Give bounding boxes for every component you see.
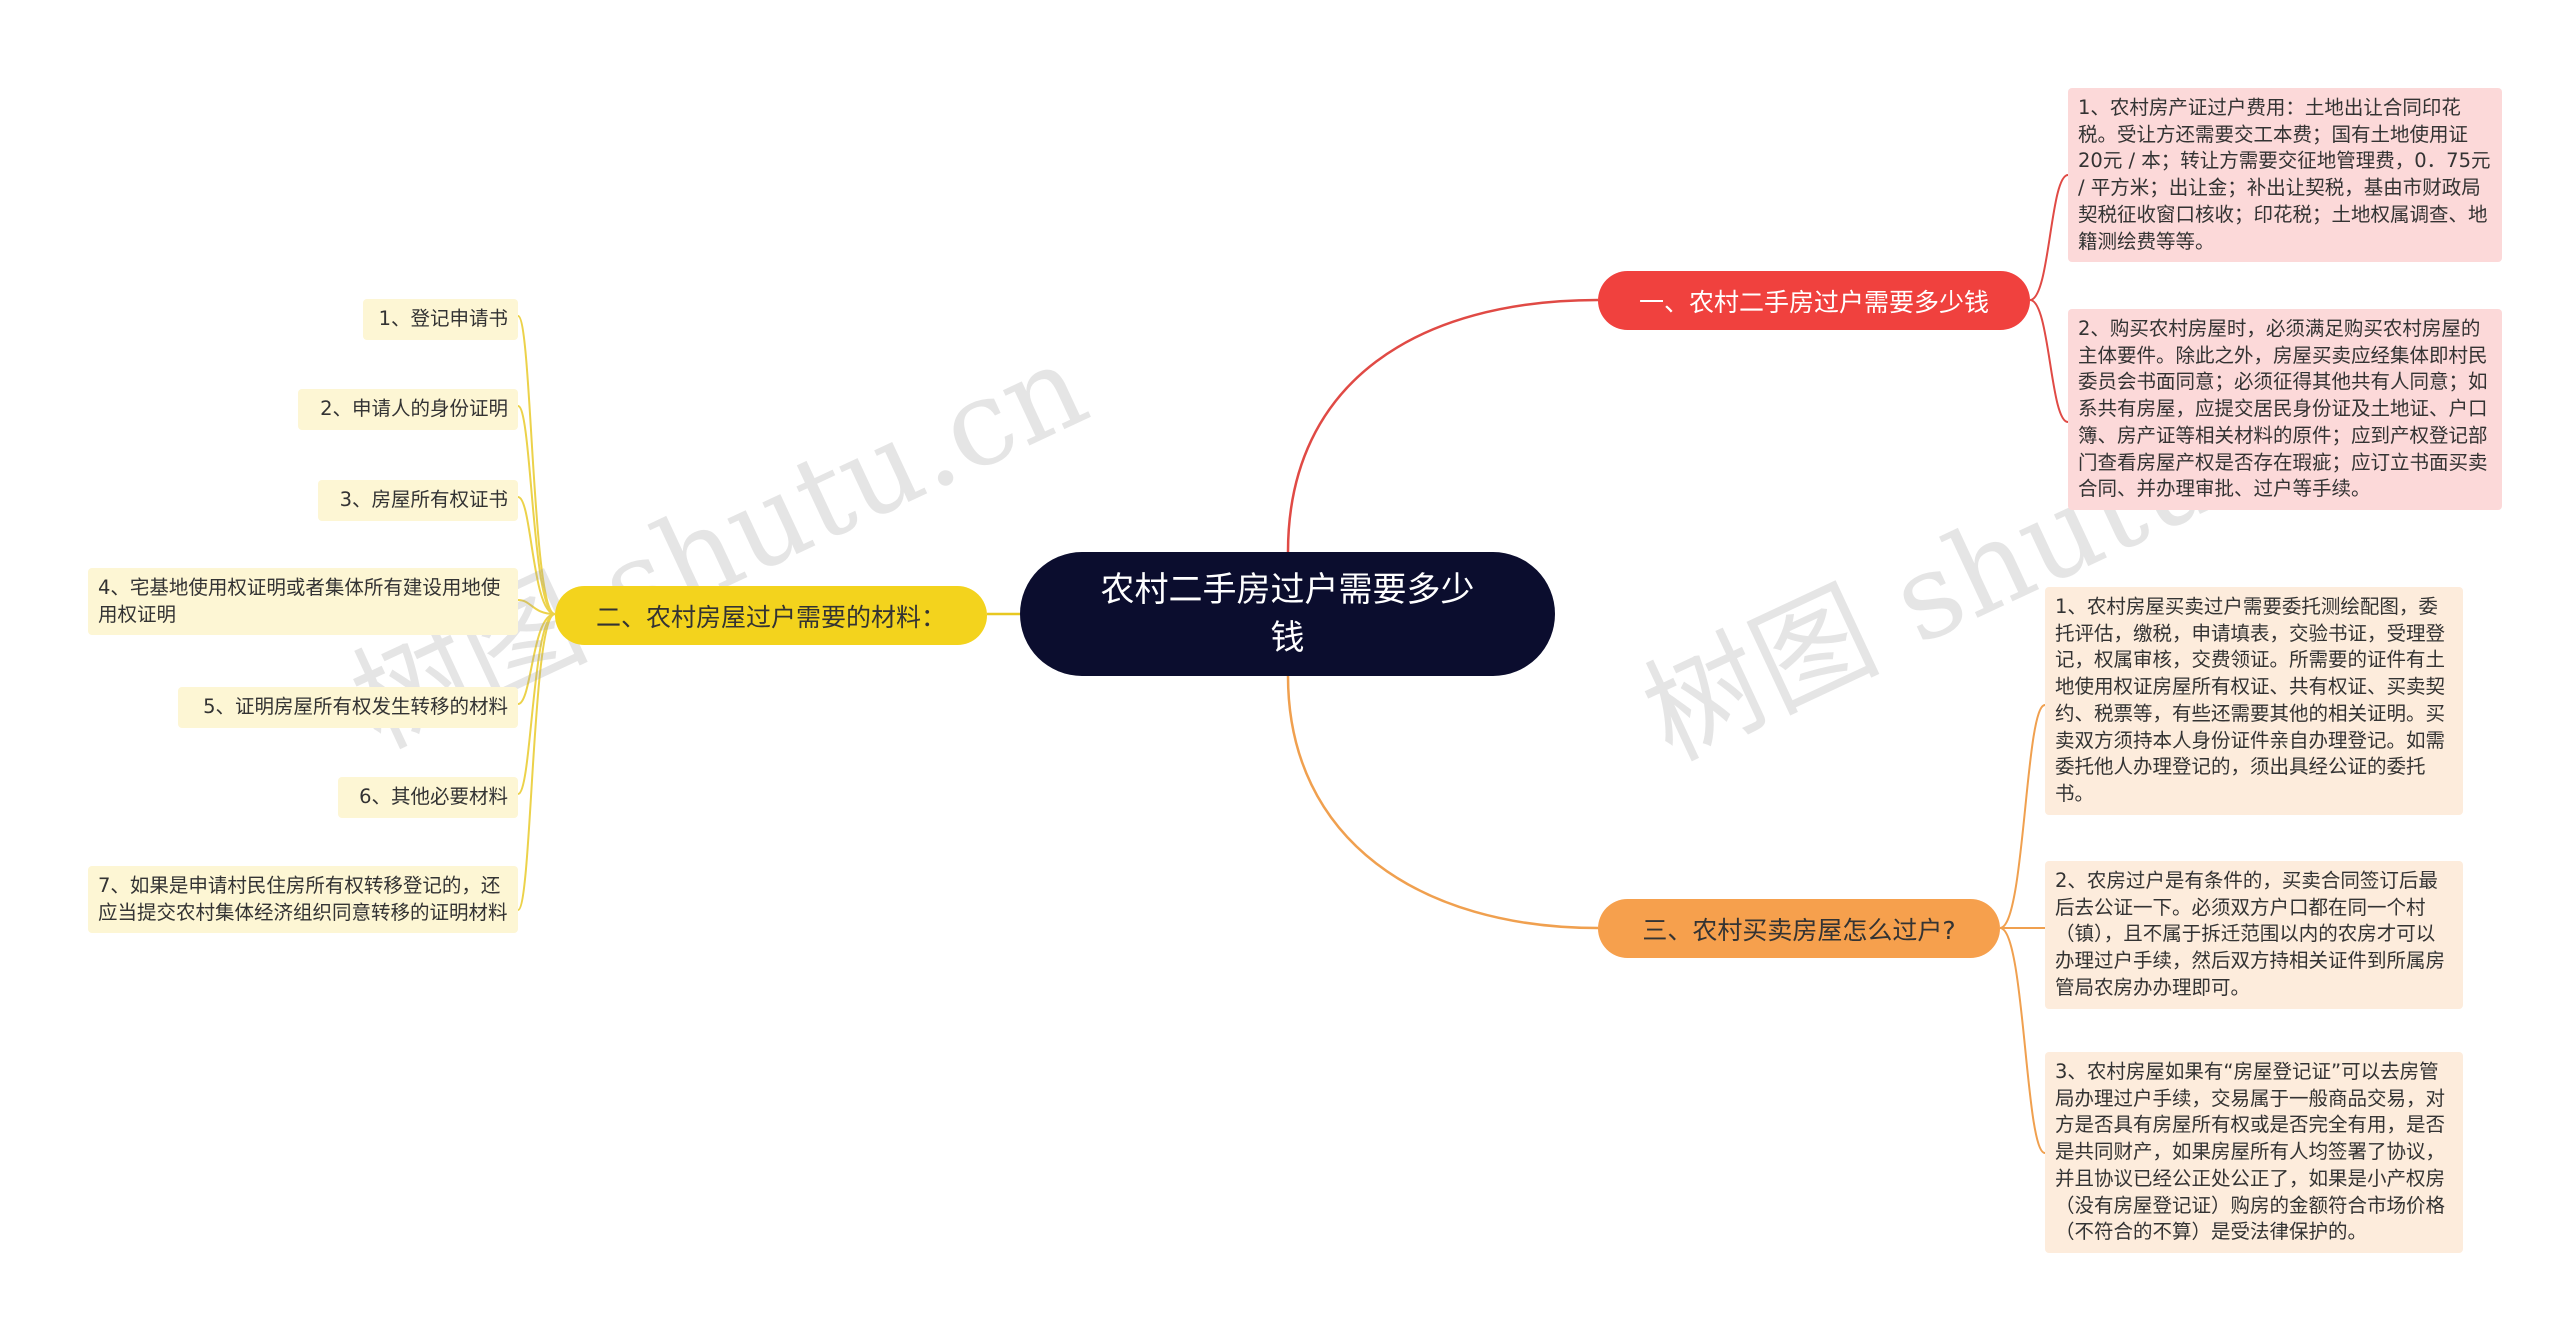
leaf-node[interactable]: 3、农村房屋如果有“房屋登记证”可以去房管局办理过户手续，交易属于一般商品交易，… <box>2045 1052 2463 1253</box>
branch-node-cost[interactable]: 一、农村二手房过户需要多少钱 <box>1598 271 2030 330</box>
branch-label: 一、农村二手房过户需要多少钱 <box>1638 287 1989 317</box>
leaf-node[interactable]: 6、其他必要材料 <box>338 777 518 818</box>
leaf-node[interactable]: 7、如果是申请村民住房所有权转移登记的，还应当提交农村集体经济组织同意转移的证明… <box>88 866 518 934</box>
root-title: 农村二手房过户需要多少钱 <box>1100 570 1475 658</box>
branch-label: 三、农村买卖房屋怎么过户? <box>1642 915 1956 945</box>
leaf-node[interactable]: 3、房屋所有权证书 <box>318 480 518 521</box>
leaf-node[interactable]: 4、宅基地使用权证明或者集体所有建设用地使用权证明 <box>88 568 518 636</box>
leaf-node[interactable]: 2、申请人的身份证明 <box>298 389 518 430</box>
leaf-node[interactable]: 1、农村房产证过户费用：土地出让合同印花税。受让方还需要交工本费；国有土地使用证… <box>2068 88 2502 263</box>
leaf-node[interactable]: 5、证明房屋所有权发生转移的材料 <box>178 687 518 728</box>
branch-label: 二、农村房屋过户需要的材料： <box>595 602 946 632</box>
root-node[interactable]: 农村二手房过户需要多少钱 <box>1020 552 1555 676</box>
leaf-node[interactable]: 2、农房过户是有条件的，买卖合同签订后最后去公证一下。必须双方户口都在同一个村（… <box>2045 861 2463 1009</box>
leaf-node[interactable]: 2、购买农村房屋时，必须满足购买农村房屋的主体要件。除此之外，房屋买卖应经集体即… <box>2068 309 2502 510</box>
leaf-node[interactable]: 1、登记申请书 <box>363 299 518 340</box>
branch-node-materials[interactable]: 二、农村房屋过户需要的材料： <box>555 586 987 645</box>
branch-node-process[interactable]: 三、农村买卖房屋怎么过户? <box>1598 899 2000 958</box>
leaf-node[interactable]: 1、农村房屋买卖过户需要委托测绘配图，委托评估，缴税，申请填表，交验书证，受理登… <box>2045 587 2463 815</box>
